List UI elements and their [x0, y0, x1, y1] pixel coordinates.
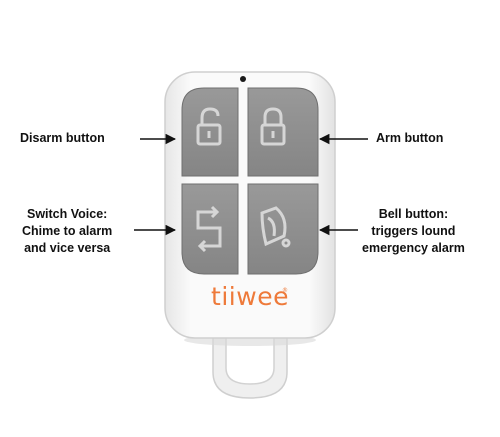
- lock-icon: [260, 107, 286, 146]
- led-indicator: [240, 76, 246, 82]
- switch-voice-label: Switch Voice: Chime to alarm and vice ve…: [22, 207, 113, 255]
- unlock-icon: [196, 107, 222, 146]
- bell-button[interactable]: [247, 183, 319, 275]
- switch-icon: [196, 205, 222, 253]
- brand-logo: tiiwee: [211, 282, 289, 311]
- bell-label: Bell button: triggers lound emergency al…: [362, 207, 465, 255]
- disarm-button[interactable]: [181, 87, 239, 177]
- arm-label: Arm button: [376, 131, 444, 145]
- disarm-label: Disarm button: [20, 131, 105, 145]
- switch-voice-button[interactable]: [181, 183, 239, 275]
- keyring-loop: [212, 331, 288, 399]
- arm-button[interactable]: [247, 87, 319, 177]
- bell-icon: [260, 206, 291, 248]
- registered-mark: ®: [282, 287, 288, 294]
